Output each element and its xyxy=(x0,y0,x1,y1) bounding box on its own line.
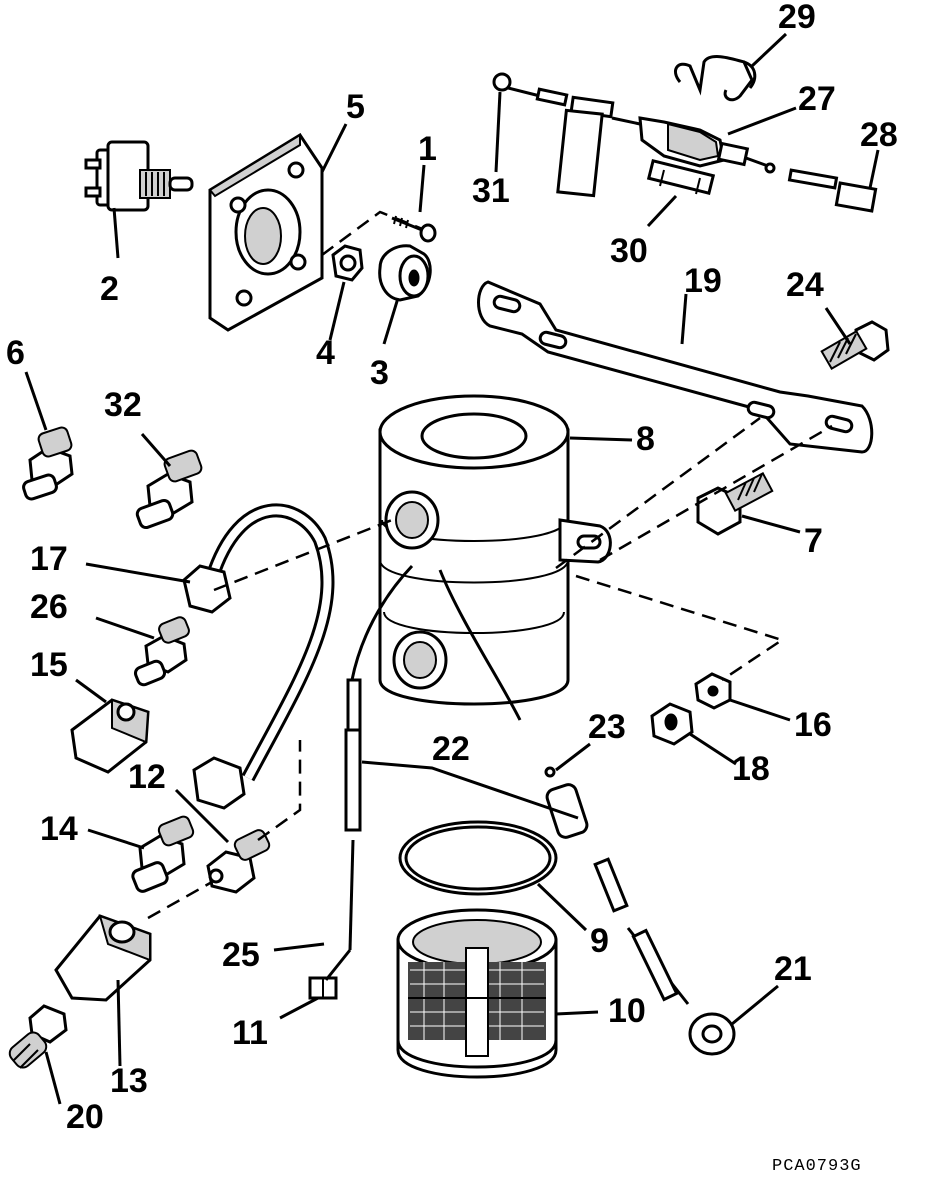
screw-part xyxy=(321,210,437,257)
toggle-switch-part xyxy=(84,140,194,212)
block-13-part xyxy=(54,914,152,1002)
callout-19: 19 xyxy=(684,262,722,300)
callout-11: 11 xyxy=(232,1014,268,1052)
callout-16: 16 xyxy=(794,706,832,744)
callout-17: 17 xyxy=(30,540,68,578)
bracket-19-part xyxy=(477,280,874,454)
callout-labels: 1 2 3 4 5 6 7 8 9 10 11 12 13 14 15 16 1… xyxy=(6,0,898,1136)
nut-part xyxy=(331,244,364,282)
callout-9: 9 xyxy=(590,922,609,960)
fitting-26-part xyxy=(133,616,190,687)
callout-14: 14 xyxy=(40,810,78,848)
callout-7: 7 xyxy=(804,522,823,560)
callout-2: 2 xyxy=(100,270,119,308)
callout-26: 26 xyxy=(30,588,68,626)
callout-22: 22 xyxy=(432,730,470,768)
nut-18-part xyxy=(650,702,694,746)
bolt-7-part xyxy=(696,471,774,536)
callout-25: 25 xyxy=(222,936,260,974)
callout-13: 13 xyxy=(110,1062,148,1100)
callout-4: 4 xyxy=(316,334,335,372)
callout-29: 29 xyxy=(778,0,816,36)
barbed-fitting-20-part xyxy=(8,1004,68,1069)
callout-5: 5 xyxy=(346,88,365,126)
leader-lines xyxy=(24,32,880,1105)
callout-8: 8 xyxy=(636,420,655,458)
callout-30: 30 xyxy=(610,232,648,270)
bolt-24-part xyxy=(820,320,890,371)
callout-3: 3 xyxy=(370,354,389,392)
spacer-part xyxy=(378,244,432,302)
fitting-6-part xyxy=(22,426,74,501)
washer-16-part xyxy=(694,672,732,710)
retaining-clip-29-part xyxy=(674,55,757,102)
callout-20: 20 xyxy=(66,1098,104,1136)
callout-21: 21 xyxy=(774,950,812,988)
callout-18: 18 xyxy=(732,750,770,788)
o-ring-9-part xyxy=(398,820,558,896)
fuse-30-part xyxy=(646,158,716,196)
callout-12: 12 xyxy=(128,758,166,796)
callout-24: 24 xyxy=(786,266,824,304)
wire-harness-part xyxy=(308,678,736,1056)
callout-23: 23 xyxy=(588,708,626,746)
terminal-28-part xyxy=(787,168,878,213)
callout-27: 27 xyxy=(798,80,836,118)
heat-shrink-sleeve-part xyxy=(556,95,615,198)
fuel-line-17-part xyxy=(182,503,335,810)
callout-32: 32 xyxy=(104,386,142,424)
figure-code: PCA0793G xyxy=(772,1157,862,1176)
fitting-32-part xyxy=(135,449,203,530)
tee-block-15-part xyxy=(70,698,150,774)
fuel-pump-body-8-part xyxy=(350,394,612,721)
callout-1: 1 xyxy=(418,130,437,168)
callout-15: 15 xyxy=(30,646,68,684)
fuse-holder-27-part xyxy=(611,116,776,174)
assembly-lines xyxy=(147,416,833,920)
mounting-plate-part xyxy=(208,132,324,332)
callout-28: 28 xyxy=(860,116,898,154)
fitting-14-part xyxy=(131,815,195,893)
ring-terminal-31-part xyxy=(492,72,569,107)
filter-element-10-part xyxy=(396,908,558,1079)
callout-10: 10 xyxy=(608,992,646,1030)
callout-6: 6 xyxy=(6,334,25,372)
callout-31: 31 xyxy=(472,172,510,210)
